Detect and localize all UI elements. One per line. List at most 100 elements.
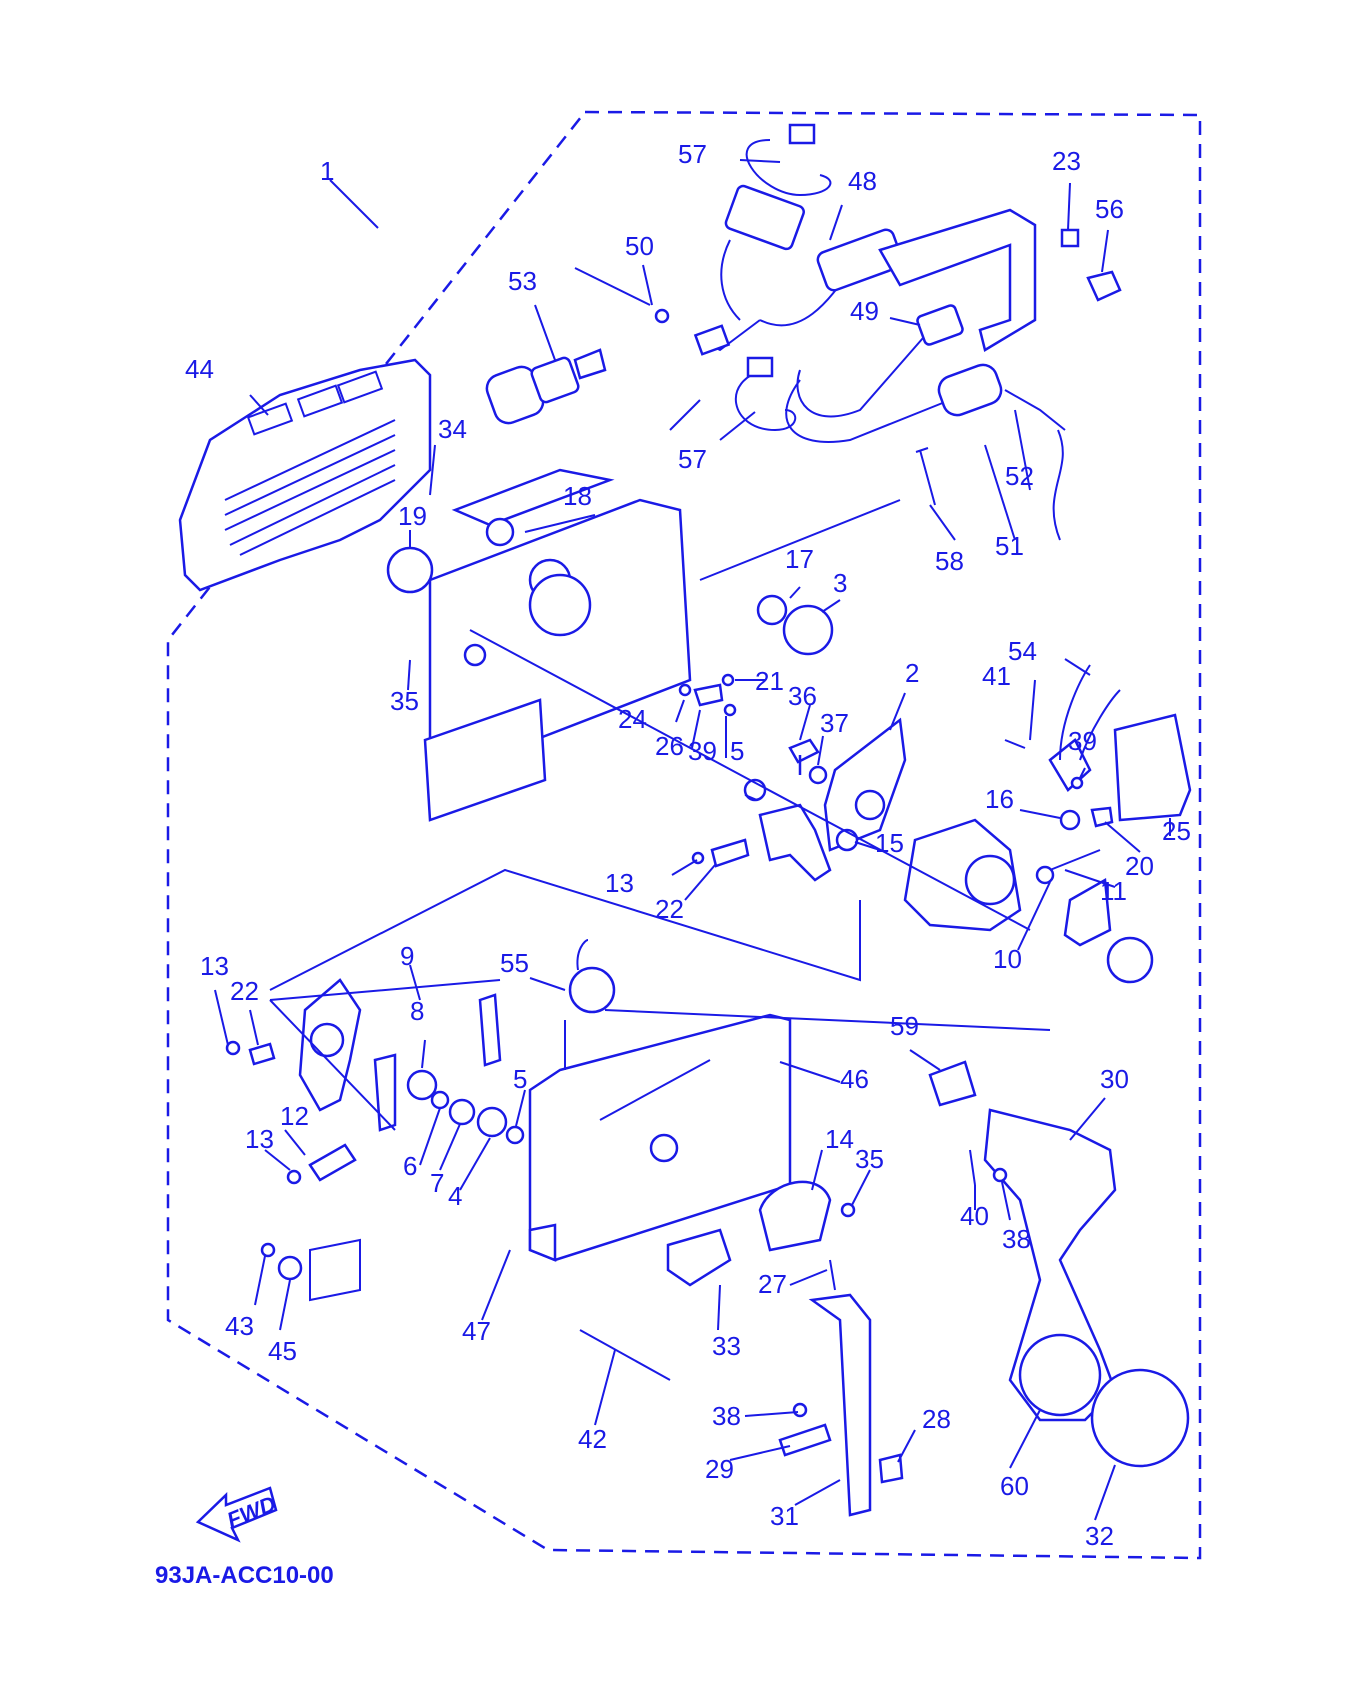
clip-part-24 <box>678 683 692 697</box>
label-47: 47 <box>462 1316 491 1346</box>
label-22a: 22 <box>655 894 684 924</box>
leader-1 <box>329 179 379 229</box>
main-housing-part <box>528 1013 792 1262</box>
part-labels: 1 2 3 4 5 5 6 7 8 9 10 11 12 13 13 13 14… <box>185 139 1191 1551</box>
clip-part-13c <box>286 1169 302 1185</box>
label-57a: 57 <box>678 139 707 169</box>
group-line-lower <box>269 868 1051 1070</box>
label-28: 28 <box>922 1404 951 1434</box>
label-29: 29 <box>705 1454 734 1484</box>
bushing-part <box>1106 936 1154 984</box>
cam-hub-part <box>964 854 1016 906</box>
label-58: 58 <box>935 546 964 576</box>
label-18: 18 <box>563 481 592 511</box>
leader-lines <box>214 159 1171 1521</box>
washer-part-37 <box>808 765 828 785</box>
nut-part-43 <box>260 1242 276 1258</box>
screw-part-58 <box>915 447 936 506</box>
washer-part-7 <box>448 1098 476 1126</box>
label-50: 50 <box>625 231 654 261</box>
label-38b: 38 <box>1002 1224 1031 1254</box>
washer-part-17 <box>756 594 788 626</box>
cover-part-33 <box>666 1228 732 1287</box>
spacer-part-16 <box>1059 809 1081 831</box>
label-35b: 35 <box>855 1144 884 1174</box>
label-53: 53 <box>508 266 537 296</box>
label-13a: 13 <box>605 868 634 898</box>
knob-lead-55 <box>576 939 589 971</box>
label-3: 3 <box>833 568 847 598</box>
label-7: 7 <box>430 1168 444 1198</box>
label-19: 19 <box>398 501 427 531</box>
nut-part-10 <box>1035 865 1055 885</box>
label-56: 56 <box>1095 194 1124 224</box>
label-17: 17 <box>785 544 814 574</box>
link-part-29 <box>778 1423 832 1457</box>
label-2: 2 <box>905 658 919 688</box>
wire-lead-54 <box>1059 664 1121 761</box>
label-46: 46 <box>840 1064 869 1094</box>
group-line-9 <box>269 979 501 1131</box>
pin-part-12 <box>308 1143 357 1182</box>
washer-part-4 <box>476 1106 508 1138</box>
spring-part-11 <box>1049 849 1101 871</box>
spring-plate-part-25 <box>1113 713 1192 822</box>
screw-part-35b <box>840 1202 856 1218</box>
bolt-part-42 <box>579 1329 671 1381</box>
label-31: 31 <box>770 1501 799 1531</box>
lanyard-part-52 <box>1004 389 1066 541</box>
screw-part-38b <box>992 1167 1008 1183</box>
label-20: 20 <box>1125 851 1154 881</box>
nut-part-5b <box>505 1125 525 1145</box>
label-44: 44 <box>185 354 214 384</box>
label-57b: 57 <box>678 444 707 474</box>
label-38a: 38 <box>712 1401 741 1431</box>
bracket-part-2 <box>823 717 907 852</box>
label-21: 21 <box>755 666 784 696</box>
label-5b: 5 <box>513 1064 527 1094</box>
clip-part-28 <box>878 1453 904 1484</box>
clip-part-23 <box>1060 228 1080 248</box>
label-13b: 13 <box>200 951 229 981</box>
clip-ring-part-3 <box>782 604 834 656</box>
label-22b: 22 <box>230 976 259 1006</box>
housing-plate-part <box>386 468 692 822</box>
label-16: 16 <box>985 784 1014 814</box>
label-35a: 35 <box>390 686 419 716</box>
cam-plate-part <box>1063 877 1112 947</box>
bracket-hole-2 <box>854 789 886 821</box>
label-34: 34 <box>438 414 467 444</box>
screw-part-41 <box>1004 739 1026 749</box>
screw-part-39b <box>1070 776 1084 790</box>
label-25: 25 <box>1162 816 1191 846</box>
label-5a: 5 <box>730 736 744 766</box>
label-49: 49 <box>850 296 879 326</box>
label-40: 40 <box>960 1201 989 1231</box>
label-48: 48 <box>848 166 877 196</box>
label-8: 8 <box>410 996 424 1026</box>
diagram-code: 93JA-ACC10-00 <box>155 1562 334 1589</box>
label-26: 26 <box>655 731 684 761</box>
label-55: 55 <box>500 948 529 978</box>
lever-part-9b <box>478 993 502 1067</box>
washer-part-6 <box>430 1090 450 1110</box>
label-23: 23 <box>1052 146 1081 176</box>
label-37: 37 <box>820 708 849 738</box>
screw-part-40 <box>969 1149 976 1186</box>
label-11: 11 <box>1100 876 1127 906</box>
label-13c: 13 <box>245 1124 274 1154</box>
label-24: 24 <box>618 704 647 734</box>
label-36: 36 <box>788 681 817 711</box>
pad-part-20 <box>1090 806 1114 828</box>
fwd-arrow-icon: FWD <box>195 1486 279 1543</box>
group-line-center <box>469 499 1031 931</box>
label-59: 59 <box>890 1011 919 1041</box>
wire-end-50 <box>654 308 670 324</box>
knob-part-55 <box>568 966 616 1014</box>
pad-part-59 <box>928 1060 977 1107</box>
label-14: 14 <box>825 1124 854 1154</box>
screw-part-38a <box>792 1402 808 1418</box>
label-51: 51 <box>995 531 1024 561</box>
label-10: 10 <box>993 944 1022 974</box>
clip-part-13b <box>225 1040 241 1056</box>
